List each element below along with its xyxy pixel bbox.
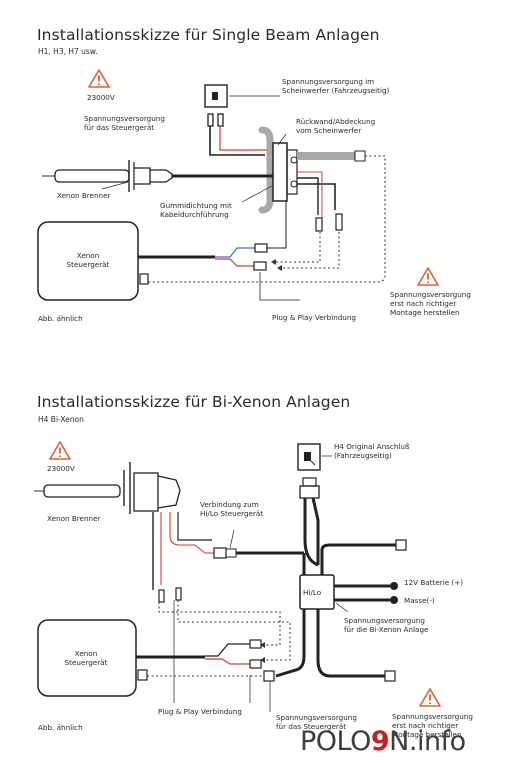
section2-title: Installationsskizze für Bi-Xenon Anlagen <box>37 393 351 411</box>
voltage-warning-icon-2 <box>49 441 71 460</box>
label-power-bixenon: Spannungsversorgung für die Bi-Xenon Anl… <box>344 616 429 635</box>
label-rubber-seal: Gummidichtung mit Kabeldurchführung <box>160 201 232 220</box>
ballast-box <box>37 221 139 301</box>
label-h4-connector: H4 Original Anschluß (Fahrzeugseitig) <box>334 442 410 461</box>
label-ballast: Xenon Steuergerät <box>66 251 110 270</box>
voltage-warning-icon <box>88 69 110 88</box>
section2-subtitle: H4 Bi-Xenon <box>38 415 84 424</box>
label-hilo-box: Hi/Lo <box>303 588 322 597</box>
voltage-label-2: 23000V <box>47 464 75 473</box>
voltage-label: 23000V <box>87 93 115 102</box>
dotted-power-wire <box>148 155 386 283</box>
dotted-connector-wire <box>276 232 321 263</box>
label-similar-2: Abb. ähnlich <box>38 723 83 732</box>
headlight-power-connector <box>204 84 280 108</box>
ballast-power-plugs <box>207 113 270 156</box>
label-xenon-burner: Xenon Brenner <box>57 191 111 200</box>
dotted-connector-wire-2 <box>282 232 340 269</box>
label-warning-note: Spannungsversorgung erst nach richtiger … <box>390 290 471 318</box>
label-plug-play-2: Plug & Play Verbindung <box>158 707 242 716</box>
power-warning-icon-2 <box>419 688 441 707</box>
label-power-ballast: Spannungsversorgung für das Steuergerät <box>84 114 165 133</box>
label-similar: Abb. ähnlich <box>38 314 83 323</box>
label-rear-cover: Rückwand/Abdeckung vom Scheinwerfer <box>296 117 376 136</box>
label-power-headlight: Spannungsversorgung im Scheinwerfer (Fah… <box>282 77 390 96</box>
xenon-burner-2 <box>34 462 181 514</box>
label-ground: Masse(-) <box>404 596 435 605</box>
label-warning-note-2: Spannungsversorgung erst nach richtiger … <box>392 712 473 740</box>
power-warning-icon <box>417 267 439 286</box>
section1-title: Installationsskizze für Single Beam Anla… <box>37 26 380 44</box>
section1-subtitle: H1, H3, H7 usw. <box>38 47 98 56</box>
watermark-logo: POLO9N.info <box>300 726 466 757</box>
diagram-bi-xenon <box>34 441 441 712</box>
label-plug-play: Plug & Play Verbindung <box>272 313 356 322</box>
label-ballast-2: Xenon Steuergerät <box>64 649 108 668</box>
label-battery: 12V Batterie (+) <box>404 578 464 587</box>
diagram-single-beam <box>37 69 439 301</box>
h4-connector <box>297 443 332 499</box>
label-hilo-connection: Verbindung zum Hi/Lo Steuergerät <box>200 500 264 519</box>
label-power-ballast-2: Spannungsversorgung für das Steuergerät <box>276 713 357 732</box>
headlight-housing-connector <box>272 142 366 232</box>
label-xenon-burner-2: Xenon Brenner <box>47 514 101 523</box>
xenon-burner <box>42 160 273 192</box>
rear-cover-bracket <box>258 126 274 214</box>
